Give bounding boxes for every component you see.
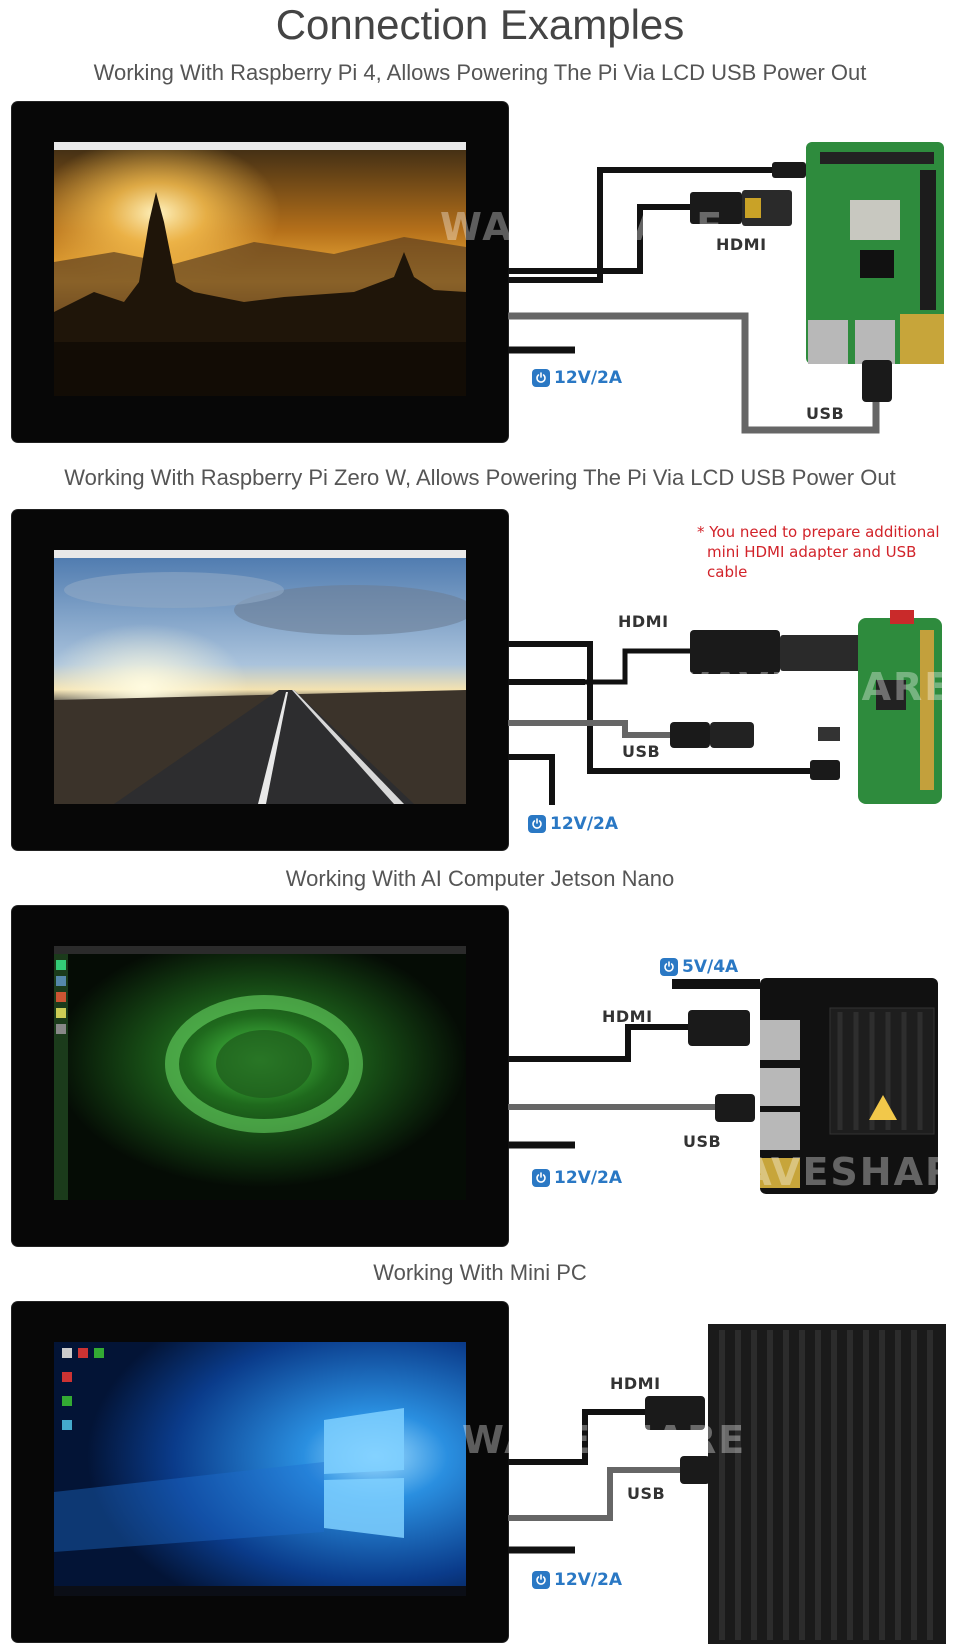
section-caption-pizero: Working With Raspberry Pi Zero W, Allows… [64, 465, 896, 490]
section-caption-minipc: Working With Mini PC [373, 1260, 587, 1285]
screen-road-sunset [54, 550, 466, 804]
power-value: 12V/2A [554, 1168, 623, 1188]
screen-nvidia-desktop [54, 946, 466, 1200]
power-label-2: 12V/2A [528, 814, 618, 834]
raspberry-pi-zero-board [858, 618, 942, 804]
page-title: Connection Examples [275, 1, 685, 48]
label-usb-4: USB [627, 1484, 666, 1503]
screen-sunset-temple [54, 142, 466, 396]
power-label-3: 12V/2A [532, 1168, 622, 1188]
label-hdmi-1: HDMI [716, 235, 767, 254]
power-value: 5V/4A [682, 957, 739, 977]
label-hdmi-4: HDMI [610, 1374, 661, 1393]
power-label-4: 12V/2A [532, 1570, 622, 1590]
mini-pc-case [708, 1324, 946, 1644]
label-hdmi-3: HDMI [602, 1007, 653, 1026]
label-usb-3: USB [683, 1132, 722, 1151]
desktop-taskbar [54, 550, 466, 558]
power-value: 12V/2A [554, 368, 623, 388]
lcd-monitor-3 [12, 906, 508, 1246]
label-usb-2: USB [622, 742, 661, 761]
watermark-3: WAVESHARE [700, 1150, 960, 1194]
raspberry-pi-4-board [806, 142, 944, 364]
section-caption-pi4: Working With Raspberry Pi 4, Allows Powe… [93, 60, 867, 85]
power-label-1: 12V/2A [532, 368, 622, 388]
watermark-2: WAVESHARE [668, 665, 953, 709]
watermark-1: WAVESHARE [440, 205, 725, 249]
label-usb-1: USB [806, 404, 845, 423]
note-line-1: * You need to prepare additional [697, 523, 940, 541]
power-icon [532, 1169, 550, 1187]
lcd-monitor-2 [12, 510, 508, 850]
power-value: 12V/2A [550, 814, 619, 834]
note-line-2: mini HDMI adapter and USB cable [707, 543, 917, 581]
desktop-taskbar [54, 946, 466, 954]
power-icon [660, 958, 678, 976]
power-icon [532, 369, 550, 387]
power-value: 12V/2A [554, 1570, 623, 1590]
device-power-label-3: 5V/4A [660, 957, 738, 977]
section-caption-jetson: Working With AI Computer Jetson Nano [285, 866, 675, 891]
lcd-monitor-1 [12, 102, 508, 442]
desktop-taskbar [54, 142, 466, 150]
power-icon [528, 815, 546, 833]
power-icon [532, 1571, 550, 1589]
label-hdmi-2: HDMI [618, 612, 669, 631]
watermark-4: WAVESHARE [462, 1418, 747, 1462]
lcd-monitor-4 [12, 1302, 508, 1642]
screen-windows-desktop [54, 1342, 466, 1596]
